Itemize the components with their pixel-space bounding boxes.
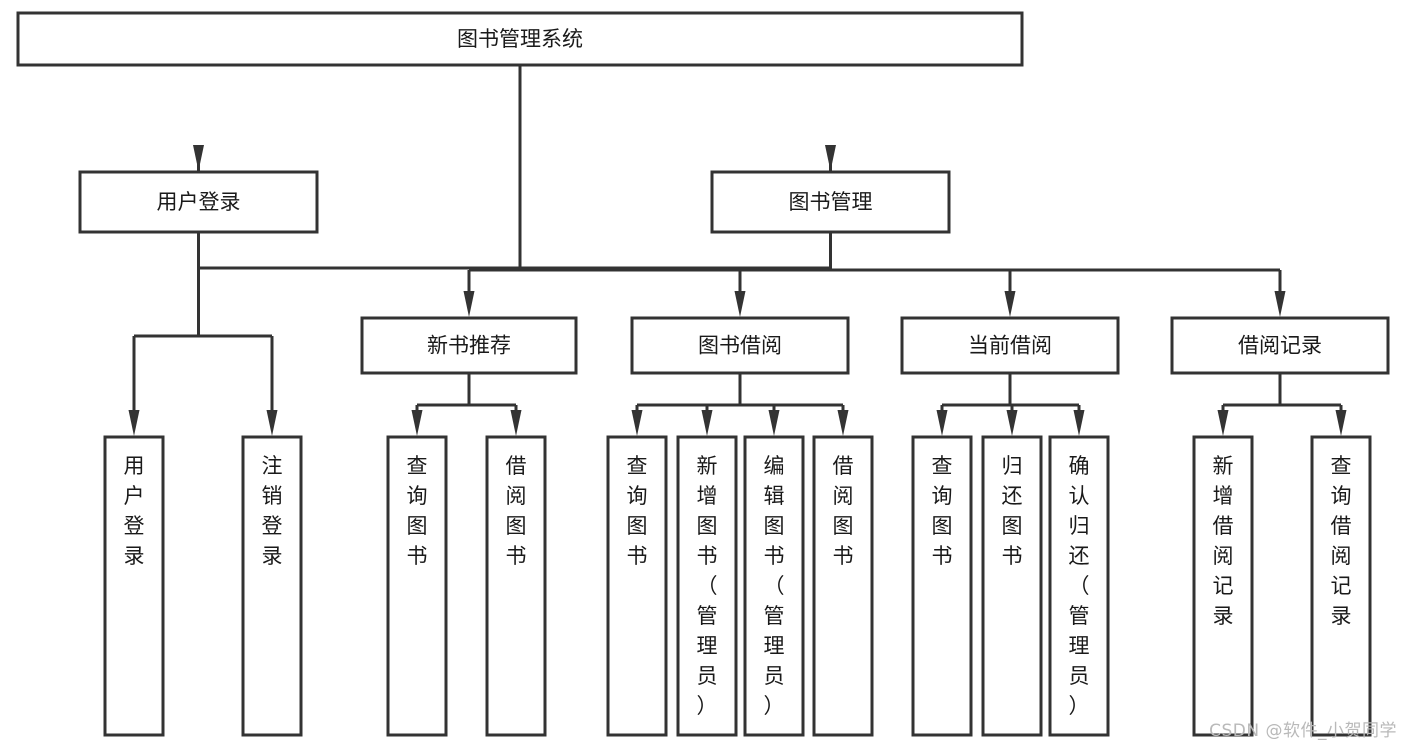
node-leaf-12[interactable]: 查询借阅记录	[1310, 435, 1372, 737]
node-leaf-3[interactable]: 借阅图书	[485, 435, 547, 737]
arrow-head	[463, 291, 475, 317]
node-leaf-8[interactable]: 查询图书	[911, 435, 973, 737]
arrow-head	[1274, 291, 1286, 317]
arrow-head	[837, 410, 849, 436]
node-rect	[1048, 435, 1110, 737]
node-level2-2[interactable]: 当前借阅	[900, 316, 1120, 375]
node-label: 查询图书	[932, 454, 953, 568]
node-rect	[743, 435, 805, 737]
node-level1-1[interactable]: 图书管理	[710, 170, 951, 234]
node-label: 确认归还（管理员）	[1069, 454, 1090, 718]
node-leaf-11[interactable]: 新增借阅记录	[1192, 435, 1254, 737]
node-leaf-4[interactable]: 查询图书	[606, 435, 668, 737]
node-leaf-1[interactable]: 注销登录	[241, 435, 303, 737]
node-label: 新增图书（管理员）	[697, 454, 718, 718]
node-rect	[1310, 435, 1372, 737]
node-label: 新增借阅记录	[1213, 454, 1234, 628]
arrow-head	[1006, 410, 1018, 436]
arrow-head	[734, 291, 746, 317]
node-label: 查询借阅记录	[1331, 454, 1352, 628]
node-label: 归还图书	[1002, 454, 1023, 568]
node-level2-3[interactable]: 借阅记录	[1170, 316, 1390, 375]
node-label: 借阅图书	[833, 454, 854, 568]
node-rect	[386, 435, 448, 737]
node-label: 编辑图书（管理员）	[764, 454, 785, 718]
node-root-图书管理系统[interactable]: 图书管理系统	[16, 11, 1024, 67]
node-level2-1[interactable]: 图书借阅	[630, 316, 850, 375]
node-rect	[630, 316, 850, 375]
arrow-head	[936, 410, 948, 436]
arrow-head	[193, 145, 204, 171]
node-rect	[1170, 316, 1390, 375]
node-rect	[911, 435, 973, 737]
node-label: 新书推荐	[427, 334, 511, 358]
arrow-head	[510, 410, 522, 436]
node-leaf-9[interactable]: 归还图书	[981, 435, 1043, 737]
arrow-head	[266, 410, 278, 436]
node-label: 查询图书	[627, 454, 648, 568]
arrow-head	[701, 410, 713, 436]
node-label: 当前借阅	[968, 334, 1052, 358]
node-rect	[360, 316, 578, 375]
node-label: 借阅图书	[506, 454, 527, 568]
arrow-head	[128, 410, 140, 436]
node-rect	[812, 435, 874, 737]
node-label: 注销登录	[262, 454, 283, 568]
node-leaf-6[interactable]: 编辑图书（管理员）	[743, 435, 805, 737]
arrow-head	[631, 410, 643, 436]
node-label: 图书管理系统	[457, 27, 583, 51]
connector-lines-layer	[128, 65, 1347, 436]
node-rect	[981, 435, 1043, 737]
node-label: 图书借阅	[698, 334, 782, 358]
arrow-head	[1073, 410, 1085, 436]
arrow-head	[1335, 410, 1347, 436]
node-rect	[606, 435, 668, 737]
node-rect	[710, 170, 951, 234]
node-label: 用户登录	[157, 190, 241, 214]
arrow-head	[1004, 291, 1016, 317]
arrow-head	[768, 410, 780, 436]
node-rect	[900, 316, 1120, 375]
node-rect	[78, 170, 319, 234]
arrow-head	[1217, 410, 1229, 436]
node-rect	[1192, 435, 1254, 737]
arrow-head	[411, 410, 423, 436]
node-rect	[241, 435, 303, 737]
node-leaf-10[interactable]: 确认归还（管理员）	[1048, 435, 1110, 737]
node-label: 查询图书	[407, 454, 428, 568]
node-label: 用户登录	[124, 454, 145, 568]
node-leaf-0[interactable]: 用户登录	[103, 435, 165, 737]
node-label: 借阅记录	[1238, 334, 1322, 358]
node-leaf-7[interactable]: 借阅图书	[812, 435, 874, 737]
node-level1-0[interactable]: 用户登录	[78, 170, 319, 234]
node-level2-0[interactable]: 新书推荐	[360, 316, 578, 375]
node-leaf-5[interactable]: 新增图书（管理员）	[676, 435, 738, 737]
node-label: 图书管理	[789, 190, 873, 214]
node-boxes-layer: 图书管理系统用户登录图书管理新书推荐图书借阅当前借阅借阅记录用户登录注销登录查询…	[16, 11, 1390, 737]
arrow-head	[825, 145, 836, 171]
node-rect	[103, 435, 165, 737]
node-rect	[676, 435, 738, 737]
node-leaf-2[interactable]: 查询图书	[386, 435, 448, 737]
node-rect	[485, 435, 547, 737]
node-rect	[16, 11, 1024, 67]
